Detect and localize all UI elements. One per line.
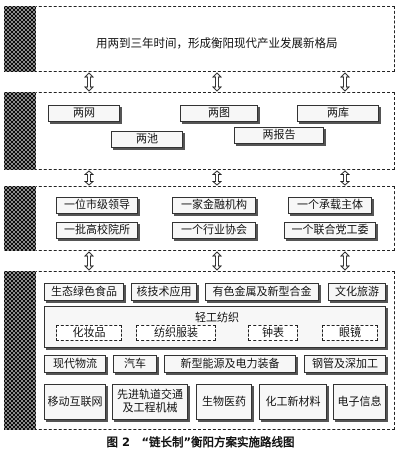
figure-caption: 图 2 “链长制”衡阳方案实施路线图 [106,435,295,449]
layer3-item-universities: 一批高校院所 [56,222,138,239]
industry-electronics: 电子信息 [333,384,386,420]
layer3-item-industry-association: 一个行业协会 [172,222,256,239]
industry-rail-transit: 先进轨道交通及工程机械 [112,384,188,420]
layer2-item-two-pools: 两池 [111,131,183,148]
layer3-band [4,186,395,251]
layer3-item-city-leader: 一位市级领导 [56,197,138,214]
layer2-item-two-networks: 两网 [48,105,120,122]
layer2-item-two-libraries: 两库 [297,105,379,122]
layer3-stripe [4,186,36,251]
layer4-stripe [4,271,36,430]
layer2-stripe [4,92,36,170]
industry-biomedicine: 生物医药 [196,384,252,420]
industry-nuclear-tech: 核技术应用 [131,283,197,301]
layer3-item-party-committee: 一个联合党工委 [284,222,376,239]
double-arrow-icon [212,170,222,186]
double-arrow-icon [340,170,350,186]
industry-nonferrous-alloy: 有色金属及新型合金 [205,283,319,301]
industry-logistics: 现代物流 [44,355,106,373]
industry-automobile: 汽车 [113,355,157,373]
layer1-stripe [4,6,36,72]
double-arrow-icon [212,72,222,92]
double-arrow-icon [84,72,94,92]
double-arrow-icon [84,170,94,186]
light-industry-textile: 纺织服装 [136,325,216,341]
industry-eco-food: 生态绿色食品 [44,283,124,301]
industry-new-energy: 新型能源及电力装备 [164,355,296,373]
industry-culture-tourism: 文化旅游 [328,283,386,301]
layer3-item-carrier-entity: 一个承载主体 [288,197,372,214]
layer3-item-financial-institution: 一家金融机构 [172,197,256,214]
double-arrow-icon [340,251,350,271]
industry-mobile-internet: 移动互联网 [44,384,106,420]
light-industry-watches: 钟表 [248,325,298,341]
layer1-band [4,6,395,72]
light-industry-glasses: 眼镜 [322,325,378,341]
light-industry-title: 轻工纺织 [195,311,239,324]
layer1-goal-text: 用两到三年时间，形成衡阳现代产业发展新格局 [96,36,338,50]
double-arrow-icon [340,72,350,92]
layer2-item-two-maps: 两图 [180,105,258,122]
double-arrow-icon [212,251,222,271]
industry-steel-pipe: 钢管及深加工 [304,355,386,373]
industry-chemical-materials: 化工新材料 [259,384,327,420]
layer2-item-two-reports: 两报告 [234,127,324,144]
layer2-band [4,92,395,170]
light-industry-cosmetics: 化妆品 [56,325,122,341]
double-arrow-icon [84,251,94,271]
